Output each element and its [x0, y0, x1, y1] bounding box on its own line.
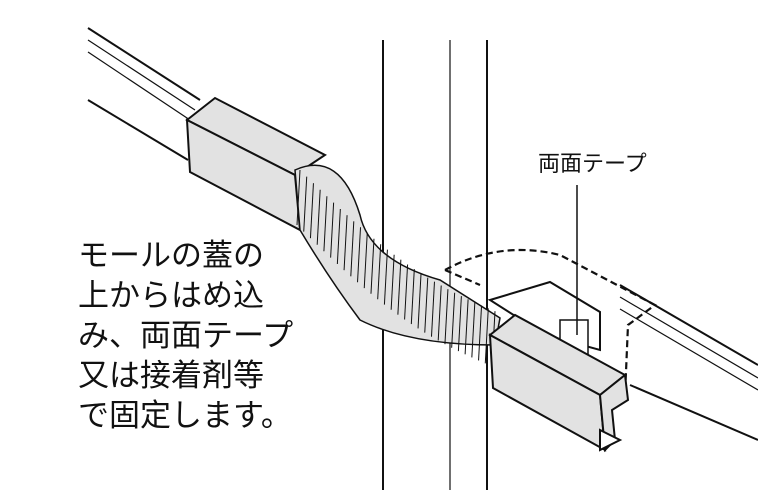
accordion-rib: [484, 308, 489, 364]
accordion-rib: [424, 277, 429, 333]
accordion-rib: [296, 169, 301, 226]
accordion-rib: [390, 254, 395, 310]
accordion-rib: [430, 281, 435, 337]
accordion-rib: [323, 196, 328, 252]
accordion-rib: [377, 244, 382, 300]
accordion-rib: [363, 233, 368, 289]
instruction-line: み、両面テープ: [78, 318, 294, 354]
accordion-rib: [404, 264, 409, 320]
accordion-ribs: [296, 169, 496, 367]
accordion-rib: [316, 189, 321, 245]
accordion-rib: [457, 296, 462, 352]
accordion-rib: [410, 269, 415, 325]
instruction-line: モールの蓋の: [78, 238, 264, 274]
accordion-rib: [357, 227, 362, 283]
accordion-rib: [397, 259, 402, 315]
instruction-text: モールの蓋の 上からはめ込 み、両面テープ 又は接着剤等 で固定します。: [78, 236, 293, 436]
accordion-rib: [350, 221, 355, 277]
instruction-line: で固定します。: [78, 398, 292, 434]
accordion-rib: [370, 238, 375, 294]
accordion-rib: [383, 249, 388, 305]
double-sided-tape-label: 両面テープ: [538, 152, 647, 177]
accordion-rib: [451, 292, 456, 348]
accordion-rib: [478, 305, 483, 361]
duct-right: [488, 313, 630, 453]
accordion-rib: [464, 299, 469, 355]
accordion-rib: [471, 302, 476, 358]
accordion-rib: [444, 289, 449, 345]
accordion-rib: [343, 215, 348, 271]
accordion-rib: [309, 183, 314, 239]
accordion-rib: [330, 202, 335, 258]
instruction-line: 又は接着剤等: [78, 358, 264, 394]
tape-outline: [444, 248, 658, 396]
flexible-joint: [294, 164, 501, 346]
accordion-rib: [417, 273, 422, 329]
rail-line: [87, 27, 201, 101]
accordion-rib: [437, 285, 442, 341]
accordion-rib: [336, 208, 341, 265]
instruction-line: 上からはめ込: [78, 278, 264, 314]
accordion-rib: [303, 176, 308, 232]
